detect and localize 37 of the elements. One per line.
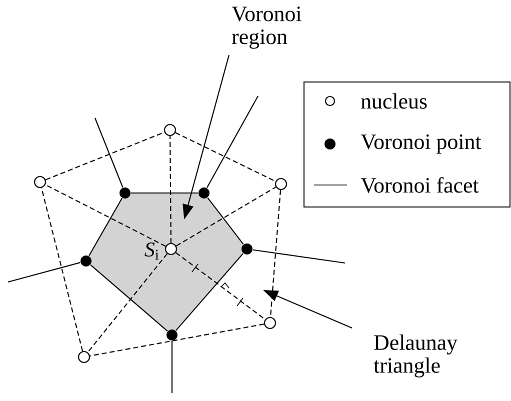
delaunay-edge bbox=[45, 184, 166, 247]
nucleus-circle bbox=[274, 178, 288, 190]
voronoi-facet bbox=[8, 262, 80, 283]
voronoi-point bbox=[166, 330, 178, 340]
nucleus-circle bbox=[164, 242, 178, 256]
callout-text: Voronoi region bbox=[232, 6, 302, 49]
voronoi-facet bbox=[171, 341, 173, 393]
delaunay-edge bbox=[176, 252, 266, 320]
delaunay-edge bbox=[175, 132, 276, 182]
nucleus-circle bbox=[164, 124, 176, 136]
voronoi-point bbox=[198, 188, 210, 198]
delaunay-edge bbox=[87, 253, 168, 353]
voronoi-facet bbox=[252, 249, 346, 264]
delaunay-edge bbox=[40, 188, 84, 352]
delaunay-edge bbox=[270, 190, 282, 318]
voronoi-point bbox=[242, 244, 252, 254]
nucleus-circle bbox=[34, 176, 46, 188]
delaunay-edge bbox=[90, 324, 264, 356]
legend-text: Voronoi facet bbox=[360, 177, 479, 193]
voronoi-point bbox=[80, 256, 92, 266]
nucleus-label: S$_{i}$ bbox=[144, 242, 159, 260]
voronoi-facet bbox=[88, 198, 122, 256]
callout-text: Delaunay triangle bbox=[374, 334, 458, 378]
voronoi-point bbox=[120, 188, 130, 198]
delaunay-edge bbox=[176, 186, 276, 246]
voronoi-facet bbox=[207, 197, 244, 245]
voronoi-facet bbox=[176, 253, 244, 331]
nucleus-circle bbox=[264, 316, 276, 330]
voronoi-facet bbox=[206, 96, 258, 188]
legend-text: nucleus bbox=[361, 93, 427, 109]
voronoi-facet bbox=[94, 118, 124, 188]
voronoi-facet bbox=[90, 264, 168, 332]
delaunay-edge bbox=[170, 136, 172, 243]
nucleus-circle bbox=[78, 350, 90, 364]
delaunay-edge bbox=[45, 132, 165, 180]
voronoi-facet bbox=[131, 192, 198, 194]
legend-text: Voronoi point bbox=[360, 134, 482, 154]
